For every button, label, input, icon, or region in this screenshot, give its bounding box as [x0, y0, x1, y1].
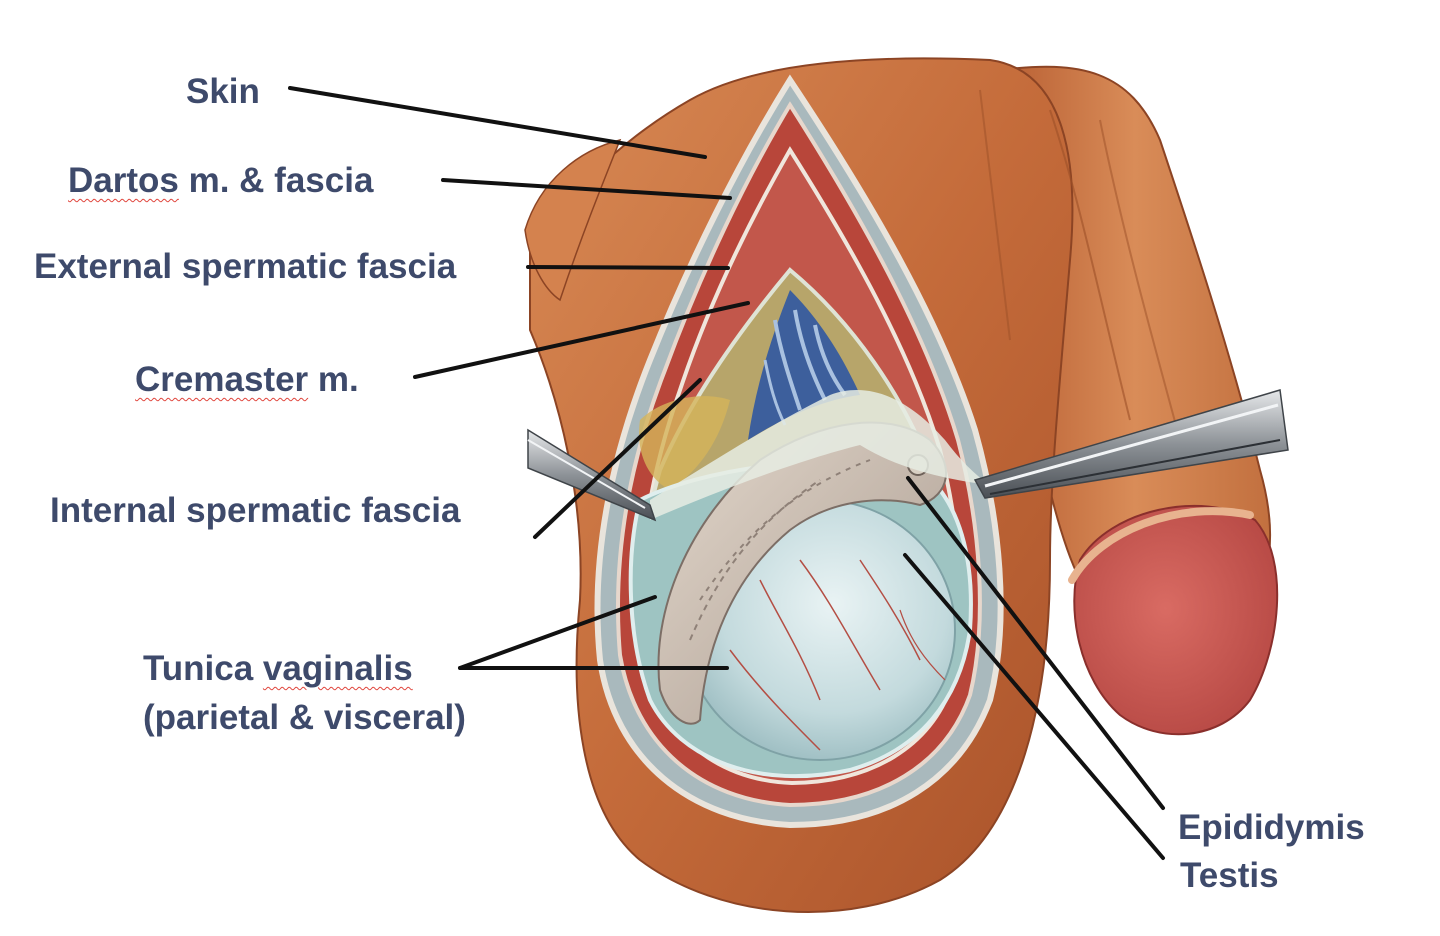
label-tunica-pre: Tunica — [143, 649, 263, 688]
label-internal-spermatic-fascia: Internal spermatic fascia — [50, 491, 461, 530]
skin-fold — [524, 138, 622, 302]
label-tunica-line1: Tunica vaginalis — [143, 644, 466, 693]
glans — [1073, 504, 1279, 736]
leader-cremaster — [413, 301, 750, 379]
label-cremaster: Cremaster m. — [135, 362, 359, 397]
label-skin: Skin — [186, 72, 260, 111]
epididymis — [657, 421, 947, 725]
label-tunica-vaginalis: Tunica vaginalis (parietal & visceral) — [143, 644, 466, 742]
label-external-spermatic-fascia: External spermatic fascia — [34, 247, 457, 286]
label-cremaster-word: Cremaster — [135, 360, 309, 399]
label-dartos-rest: m. & fascia — [178, 161, 374, 200]
label-tunica-word: vaginalis — [262, 649, 413, 688]
right-retractor-instrument — [973, 389, 1289, 499]
leader-skin — [288, 86, 707, 159]
prepuce-rim — [1068, 507, 1254, 584]
leader-lines — [288, 86, 1165, 860]
leader-tunica-parietal — [458, 595, 657, 670]
label-dartos-word: Dartos — [68, 161, 179, 200]
label-dartos: Dartos m. & fascia — [68, 163, 373, 198]
leader-epididymis — [906, 476, 1165, 810]
label-tunica-line2: (parietal & visceral) — [143, 698, 466, 737]
label-cremaster-rest: m. — [308, 360, 359, 399]
leader-internal-spermatic-fascia — [533, 378, 702, 539]
leader-external-spermatic-fascia — [526, 265, 730, 270]
leader-dartos — [441, 178, 732, 200]
left-retractor-instrument — [527, 428, 657, 522]
leader-testis — [903, 553, 1165, 860]
label-epididymis: Epididymis — [1178, 808, 1365, 847]
label-testis: Testis — [1180, 856, 1279, 895]
